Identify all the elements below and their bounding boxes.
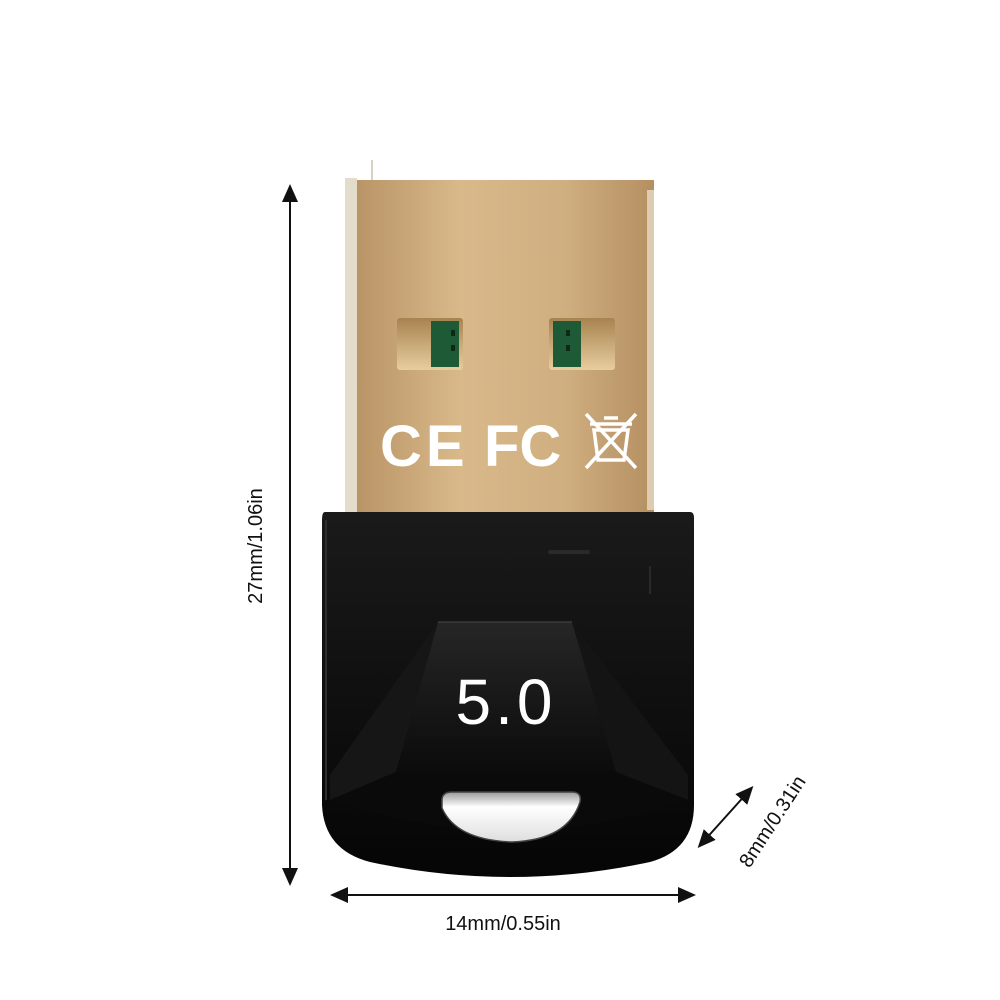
facet-panel: [396, 622, 616, 772]
adapter-body: 5.0: [322, 512, 694, 877]
width-dimension-label: 14mm/0.55in: [445, 913, 561, 935]
depth-dimension-line: [697, 786, 754, 848]
usb-slot-left: [397, 318, 463, 370]
version-label: 5.0: [456, 666, 557, 738]
height-dimension: 27mm/1.06in: [245, 184, 298, 886]
fc-mark: FC: [484, 414, 561, 479]
usb-slot-right: [549, 318, 615, 370]
depth-dimension: 8mm/0.31in: [697, 772, 811, 872]
weee-icon: [584, 412, 638, 470]
ce-mark: CE: [380, 414, 469, 479]
height-dimension-label: 27mm/1.06in: [245, 488, 267, 604]
lanyard-hole: [441, 791, 582, 843]
certification-marks: CE FC: [380, 412, 638, 479]
usb-connector: CE FC: [345, 160, 654, 520]
depth-dimension-label: 8mm/0.31in: [735, 772, 810, 872]
usb-connector-side-edge: [345, 178, 357, 518]
width-dimension: 14mm/0.55in: [330, 887, 696, 935]
